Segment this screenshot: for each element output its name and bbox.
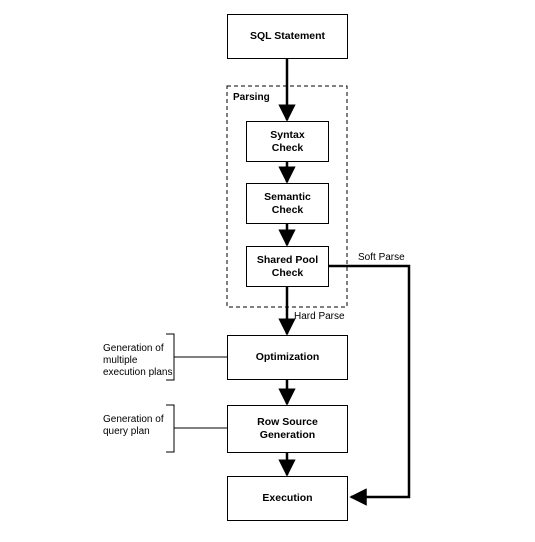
gen-query-plan-note: Generation of query plan — [103, 414, 183, 438]
gen-multiple-line-1: Generation of — [103, 343, 164, 354]
gen-multiple-plans-note: Generation of multiple execution plans — [103, 343, 183, 379]
row-source-generation-box: Row Source Generation — [227, 405, 348, 453]
gen-query-line-1: Generation of — [103, 414, 164, 425]
execution-label: Execution — [262, 492, 313, 504]
parsing-label: Parsing — [233, 92, 270, 103]
row-source-label-2: Generation — [259, 429, 316, 441]
syntax-check-label-2: Check — [271, 141, 304, 154]
shared-pool-check-label-2: Check — [271, 266, 304, 279]
gen-query-line-2: query plan — [103, 426, 150, 437]
gen-multiple-line-3: execution plans — [103, 367, 173, 378]
semantic-check-box: Semantic Check — [246, 183, 329, 224]
optimization-box: Optimization — [227, 335, 348, 380]
shared-pool-check-box: Shared Pool Check — [246, 246, 329, 287]
execution-box: Execution — [227, 476, 348, 521]
arrow-soft-parse — [329, 264, 411, 506]
sql-statement-box: SQL Statement — [227, 14, 348, 59]
syntax-check-label-1: Syntax — [270, 128, 305, 141]
shared-pool-check-label-1: Shared Pool — [256, 253, 319, 266]
sql-statement-label: SQL Statement — [249, 30, 326, 42]
optimization-label: Optimization — [255, 351, 320, 363]
syntax-check-box: Syntax Check — [246, 121, 329, 162]
gen-multiple-line-2: multiple — [103, 355, 138, 366]
row-source-label-1: Row Source — [257, 416, 318, 428]
semantic-check-label-1: Semantic — [264, 190, 311, 203]
soft-parse-label: Soft Parse — [358, 252, 405, 263]
hard-parse-label: Hard Parse — [294, 311, 345, 322]
semantic-check-label-2: Check — [271, 203, 304, 216]
